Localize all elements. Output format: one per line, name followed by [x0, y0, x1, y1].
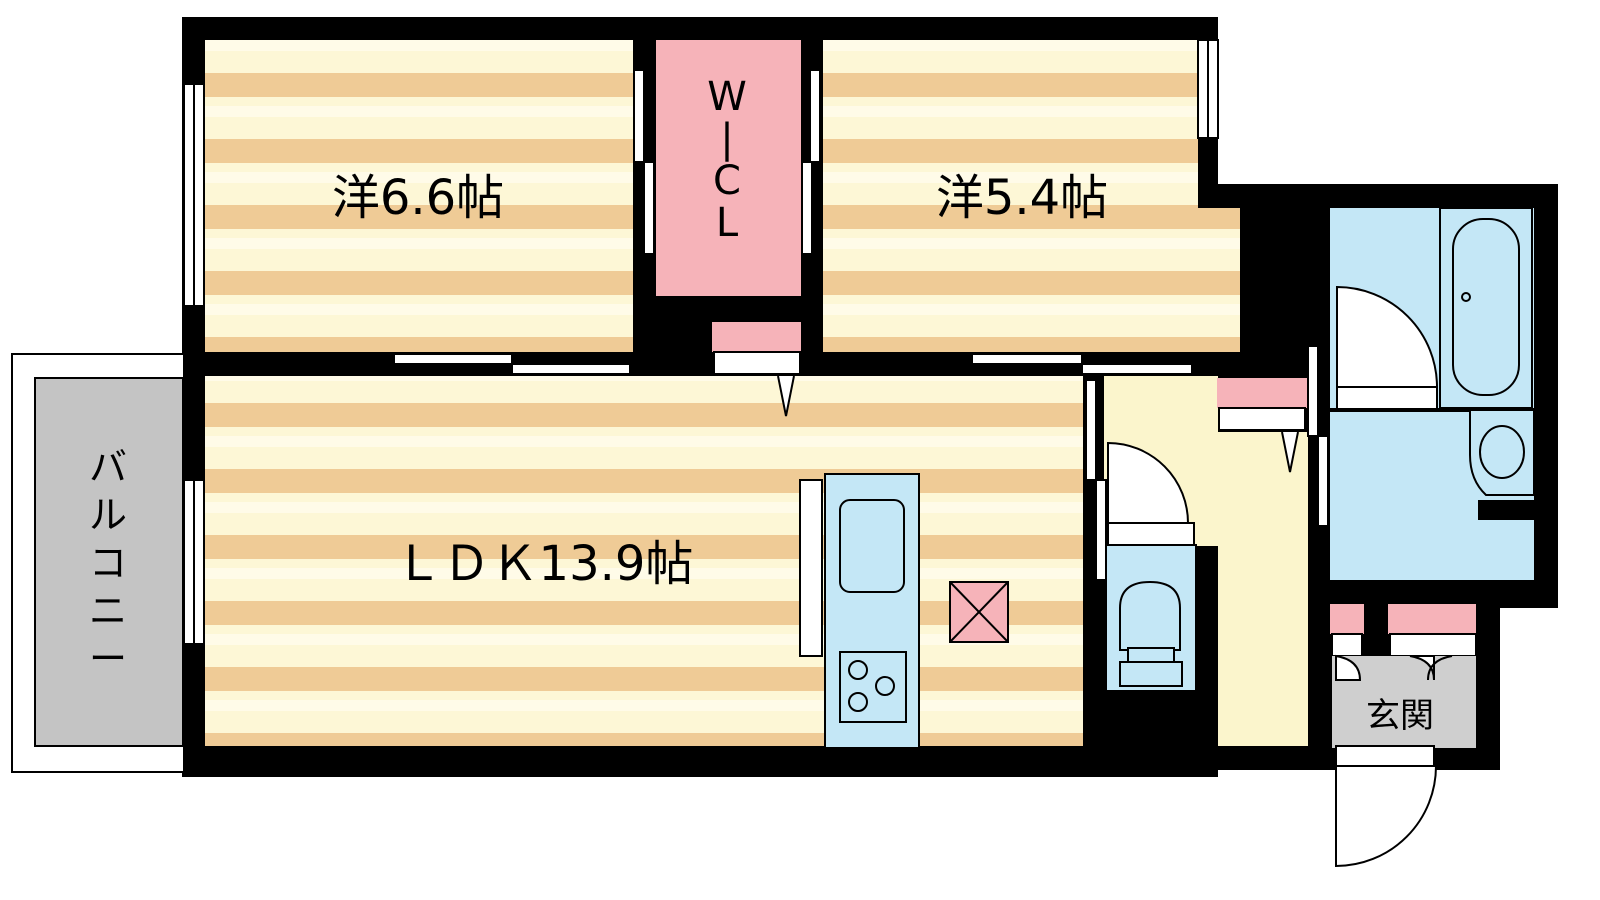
room-label-ldk: ＬＤＫ13.9帖: [395, 536, 694, 592]
storage: [712, 322, 801, 352]
svg-text:L: L: [716, 200, 739, 246]
sink-icon: [839, 499, 905, 593]
shoe-cabinet: [1330, 604, 1364, 634]
room-ldk: [205, 376, 1083, 746]
svg-text:ー: ー: [89, 637, 127, 681]
svg-text:コ: コ: [89, 541, 127, 585]
room-label-entrance: 玄関: [1366, 696, 1434, 736]
svg-text:W: W: [707, 74, 747, 120]
storage: [1217, 378, 1307, 408]
hallway: [1083, 376, 1308, 746]
ventilation-icon: [949, 581, 1009, 643]
walk-in-closet: [656, 40, 801, 296]
room-label-western-a: 洋6.6帖: [332, 170, 504, 226]
stove-icon: [839, 651, 907, 723]
balcony-label: バ ル コ ニ ー: [89, 445, 127, 681]
room-label-western-b: 洋5.4帖: [936, 170, 1108, 226]
svg-text:バ: バ: [89, 445, 127, 489]
svg-text:ニ: ニ: [89, 589, 127, 633]
svg-text:C: C: [713, 158, 741, 204]
entrance-door: [1335, 745, 1438, 868]
svg-text:ル: ル: [89, 493, 127, 537]
room-western-a: [205, 40, 633, 352]
closet-label: W | C L: [707, 74, 747, 246]
svg-text:|: |: [720, 116, 733, 162]
room-western-b: [823, 40, 1198, 352]
sliding-door: [393, 69, 1329, 581]
shoe-cabinet: [1388, 604, 1476, 634]
window: [183, 39, 1219, 645]
